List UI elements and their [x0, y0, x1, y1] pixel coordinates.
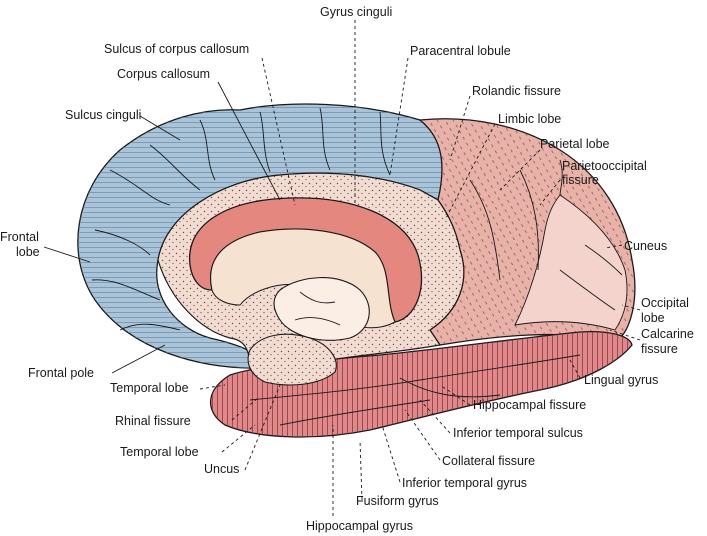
parietal-sulci: [469, 159, 623, 311]
label-sulcus-corpus-callosum: Sulcus of corpus callosum: [104, 42, 249, 56]
label-paracentral-lobule: Paracentral lobule: [410, 44, 511, 58]
label-collateral-fissure: Collateral fissure: [442, 454, 535, 468]
label-parietooccipital-fissure: fissure: [562, 173, 599, 187]
label-cuneus: Cuneus: [624, 239, 667, 253]
label-hippocampal-fissure: Hippocampal fissure: [473, 398, 586, 412]
frontal-hatching: [77, 104, 444, 369]
label-corpus-callosum: Corpus callosum: [117, 67, 210, 81]
label-inferior-temporal-gyrus: Inferior temporal gyrus: [402, 476, 527, 490]
label-sulcus-cinguli: Sulcus cinguli: [65, 108, 141, 122]
label-frontal-lobe: lobe: [16, 245, 40, 259]
label-limbic-lobe: Limbic lobe: [498, 112, 561, 126]
label-occipital: Occipital: [641, 296, 689, 310]
frontal-gyri: [91, 107, 391, 331]
label-frontal: Frontal: [0, 230, 39, 244]
label-occipital-lobe: lobe: [641, 311, 665, 325]
label-frontal-pole: Frontal pole: [28, 366, 94, 380]
label-calcarine: Calcarine: [641, 327, 694, 341]
label-gyrus-cinguli: Gyrus cinguli: [320, 5, 392, 19]
uncus-stipple: [248, 334, 337, 385]
label-fusiform-gyrus: Fusiform gyrus: [356, 494, 439, 508]
temporal-hatching: [210, 331, 632, 437]
label-parietal-lobe: Parietal lobe: [540, 137, 610, 151]
label-rhinal-fissure: Rhinal fissure: [115, 414, 191, 428]
label-rolandic-fissure: Rolandic fissure: [472, 84, 561, 98]
label-parietooccipital: Parietooccipital: [562, 159, 647, 173]
thalamus-line: [294, 317, 341, 326]
label-lingual-gyrus: Lingual gyrus: [584, 373, 658, 387]
thalamus: [273, 277, 370, 341]
temporal-sulci: [249, 354, 581, 426]
label-hippocampal-gyrus: Hippocampal gyrus: [306, 519, 413, 533]
label-inferior-temporal-sulcus: Inferior temporal sulcus: [453, 426, 583, 440]
label-uncus: Uncus: [204, 462, 239, 476]
fornix-line: [299, 291, 336, 304]
leader-lines: [43, 20, 641, 516]
label-temporal-lobe-lower: Temporal lobe: [120, 445, 199, 459]
label-temporal-lobe-upper: Temporal lobe: [110, 381, 189, 395]
cuneus-region: [514, 194, 628, 331]
label-calcarine-fissure: fissure: [641, 342, 678, 356]
